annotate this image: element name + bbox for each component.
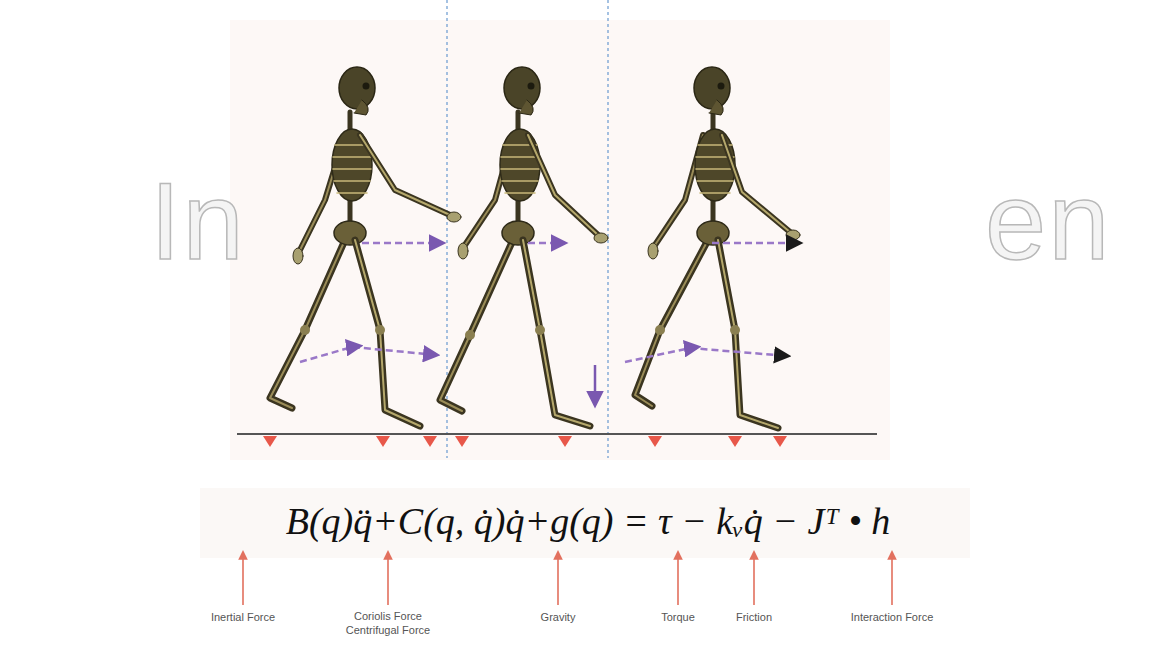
term-label: Friction bbox=[736, 611, 772, 624]
term-label: Torque bbox=[661, 611, 695, 624]
term-label: Coriolis Force bbox=[354, 610, 422, 623]
term-label: Centrifugal Force bbox=[346, 624, 430, 637]
equation: B(q)q̈+C(q, q̇)q̇+g(q) = τ − kᵥq̇ − Jᵀ •… bbox=[286, 500, 891, 544]
watermark: en bbox=[985, 158, 1111, 285]
motion-arrows bbox=[300, 243, 800, 405]
term-label: Inertial Force bbox=[211, 611, 275, 624]
ground-contact-markers bbox=[263, 436, 787, 447]
equation-band bbox=[200, 488, 970, 558]
term-label: Gravity bbox=[541, 611, 576, 624]
term-pointers bbox=[243, 552, 892, 605]
ground-line bbox=[237, 433, 877, 435]
skeleton-figure bbox=[270, 67, 461, 426]
skeleton-figure bbox=[635, 67, 800, 428]
watermark: In bbox=[150, 158, 246, 285]
phase-divider bbox=[607, 0, 608, 458]
skeletons bbox=[270, 67, 800, 428]
backdrop bbox=[230, 20, 890, 460]
term-label: Interaction Force bbox=[851, 611, 934, 624]
skeleton-figure bbox=[440, 67, 608, 426]
